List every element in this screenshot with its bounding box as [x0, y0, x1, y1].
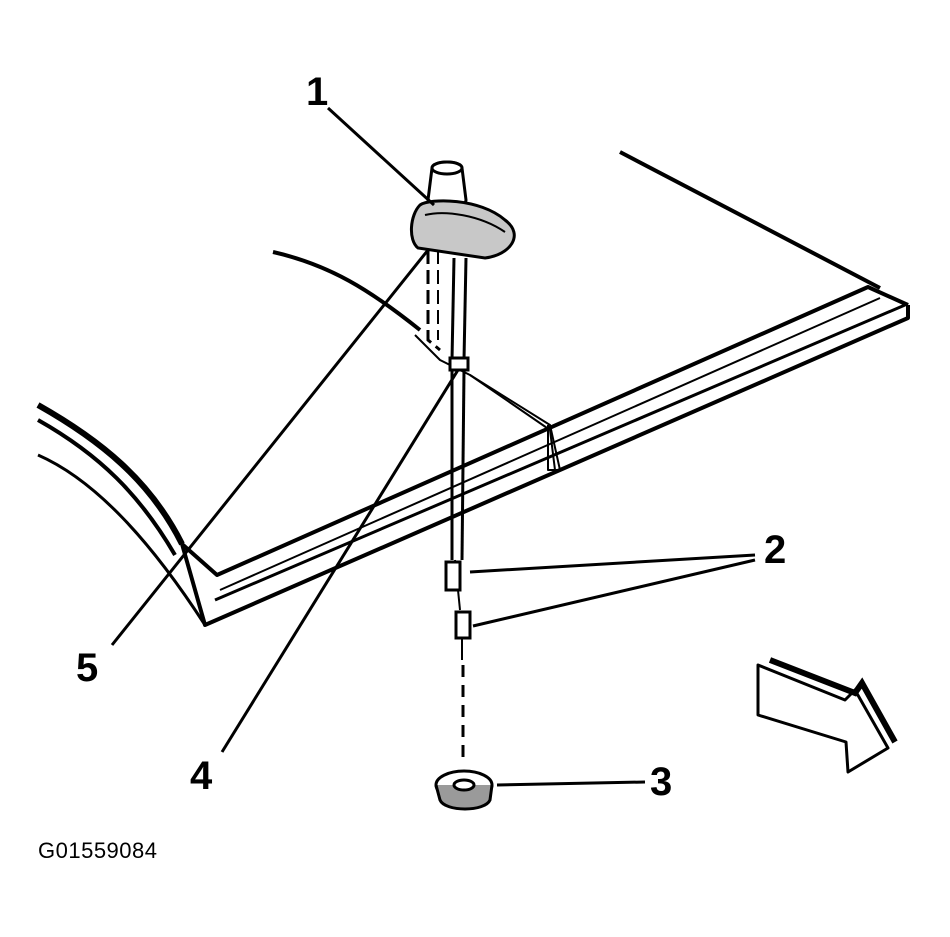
antenna-cable	[448, 257, 470, 765]
callout-3: 3	[650, 760, 673, 804]
callout-2: 2	[764, 528, 787, 572]
cable-connector	[444, 560, 472, 640]
callout-5: 5	[76, 646, 99, 690]
callout-1: 1	[306, 70, 329, 114]
callout-4: 4	[190, 754, 213, 798]
leader-lines	[110, 106, 756, 787]
figure-id: G01559084	[38, 838, 158, 863]
antenna-assembly	[410, 160, 516, 352]
direction-arrow-icon	[756, 657, 898, 774]
roof-panel	[36, 150, 910, 627]
antenna-grommet	[434, 769, 494, 811]
